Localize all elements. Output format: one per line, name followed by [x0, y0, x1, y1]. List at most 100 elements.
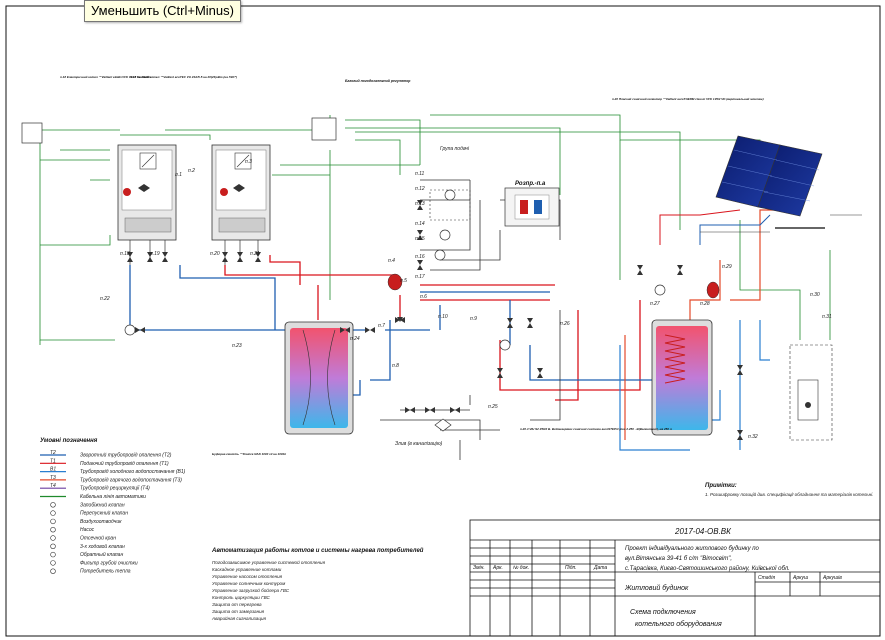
- project-line-2: вул.Вітянська 39-41 б с/т "Вітосвіт",: [625, 556, 732, 562]
- position-tag: п.18: [120, 251, 130, 257]
- stage-col-header: Аркушів: [822, 575, 842, 581]
- position-tag: п.4: [388, 258, 395, 264]
- legend-item: Воздухоотводчик: [50, 518, 122, 525]
- pumps: [124, 229, 666, 351]
- title-col-header: Підп.: [565, 565, 577, 571]
- legend-code: T3: [50, 475, 56, 481]
- boiler1-line: п.18 Електричний котел ™Vaillant eloBLOC…: [60, 75, 151, 79]
- stage-col-header: Стадія: [758, 575, 775, 581]
- position-tag: п.15: [415, 236, 425, 242]
- return-pipes: [129, 265, 681, 396]
- automation-line: Контроль циркуляции ГВС: [212, 595, 271, 600]
- legend-text: Фильтр грубой очистки: [80, 559, 138, 566]
- title-col-header: № док.: [513, 565, 529, 571]
- legend-text: Отсечной кран: [80, 535, 116, 542]
- notes-text: 1. Розшифровку позицій див. специфікації…: [705, 491, 873, 497]
- legend-text: Насос: [80, 527, 95, 533]
- sheet-name-2: котельного оборудования: [635, 620, 722, 628]
- legend-text: Трубопровід гарячого водопостачання (Т3): [80, 477, 182, 483]
- distribution-manifold: [504, 187, 560, 227]
- feed-group-label: Група подачі: [440, 146, 470, 152]
- position-tag: п.10: [438, 314, 448, 320]
- position-tag: п.30: [810, 292, 820, 298]
- solar-station: [789, 344, 833, 441]
- position-tag: п.8: [392, 363, 399, 369]
- automation-line: Управление солнечным контуром: [212, 581, 286, 586]
- position-tag: п.12: [415, 186, 425, 192]
- legend-text: Трубопровід рециркуляції (Т4): [80, 486, 150, 492]
- legend-text: Воздухоотводчик: [80, 519, 122, 525]
- valves: [127, 200, 743, 440]
- filter: [434, 418, 452, 432]
- position-tag: п.28: [700, 301, 710, 307]
- position-tag: п.14: [415, 221, 425, 227]
- position-tag: п.20: [210, 251, 220, 257]
- title-block-text: 2017-04-ОВ.ВК Проект індивідуального жит…: [473, 527, 842, 628]
- drain-label: Злив (в каналізацію): [395, 441, 443, 447]
- position-tag: п.9: [470, 316, 477, 322]
- automation-line: Аварийная сигнализация: [211, 615, 267, 621]
- position-tag: п.19: [150, 251, 160, 257]
- legend-item: 3-х ходовой клапан: [50, 543, 125, 550]
- title-block: [469, 519, 881, 637]
- weather-controller: [21, 117, 337, 144]
- position-tag: п.17: [415, 274, 425, 280]
- title-col-header: Арк.: [492, 565, 503, 571]
- position-tag: п.5: [400, 278, 407, 284]
- dhw-pipes: [624, 209, 800, 440]
- stage-col-header: Аркуш: [792, 575, 809, 581]
- position-tag: п.2: [188, 168, 195, 174]
- legend-item: Перепускний клапан: [50, 510, 128, 517]
- gas-boiler: [211, 144, 271, 241]
- legend-text: 3-х ходовой клапан: [80, 543, 125, 550]
- position-tags: п.1п.2п.3п.4п.5п.6п.7п.8п.9п.10п.11п.12п…: [100, 159, 832, 440]
- legend-code: B1: [50, 467, 56, 473]
- position-tag: п.11: [415, 171, 425, 177]
- buffer-tank: [284, 321, 354, 435]
- legend-text: Обратный клапан: [80, 551, 123, 558]
- legend-text: Подаючий трубопровід опалення (Т1): [80, 460, 169, 467]
- drawing-code: 2017-04-ОВ.ВК: [674, 527, 732, 536]
- legend-code: T2: [50, 450, 56, 456]
- automation-line: Управление загрузкой бойлера ГВС: [212, 587, 290, 593]
- legend-text: Кабельна лінія автоматики: [80, 494, 146, 500]
- project-line-3: с.Тарасівка, Києво-Святошинського району…: [625, 565, 790, 572]
- legend-item: Фильтр грубой очистки: [50, 559, 138, 566]
- legend-text: Запобіжний клапан: [80, 501, 125, 508]
- position-tag: п.26: [560, 321, 570, 327]
- position-tag: п.22: [100, 296, 110, 302]
- solar-collectors: [700, 135, 862, 233]
- legend-item: Запобіжний клапан: [50, 501, 125, 508]
- legend-text: Зворотний трубопровід опалення (Т2): [80, 452, 172, 459]
- controller-label: Базовий погодозалежний регулятор: [345, 79, 411, 83]
- position-tag: п.25: [488, 404, 498, 410]
- title-col-header: Змін.: [473, 565, 485, 571]
- legend-text: Трубопровід холодного водопостачання (В1…: [80, 469, 186, 475]
- boiler1-label: п.18 Електричний котел ™Vaillant eloBLOC…: [60, 75, 151, 79]
- automation-note: Автоматизация работы котлов и системы на…: [211, 547, 424, 621]
- automation-line: Управление насосом отопления: [212, 574, 283, 579]
- expansion-vessels: [387, 273, 720, 299]
- boiler2-label: п.17 Газовий котел ™Vaillant ecoTEC VU 2…: [130, 75, 237, 79]
- legend-title: Умовні позначення: [40, 438, 98, 444]
- legend-item: Насос: [50, 526, 95, 533]
- buffer-label: Буферна ємність ™Drazice NAD 1000 v3 на …: [212, 452, 286, 456]
- boiler2-line: п.17 Газовий котел ™Vaillant ecoTEC VU 2…: [130, 75, 237, 79]
- position-tag: п.27: [650, 301, 660, 307]
- position-tag: п.24: [350, 336, 360, 342]
- position-tag: п.32: [748, 434, 758, 440]
- legend-item: Обратный клапан: [50, 551, 123, 558]
- zoom-out-tooltip: Уменьшить (Ctrl+Minus): [84, 0, 241, 22]
- hydro-group: [429, 189, 471, 261]
- position-tag: п.3: [245, 159, 252, 165]
- legend-item: Потребитель тепла: [50, 568, 131, 575]
- sheet-name-1: Схема подключения: [630, 608, 696, 616]
- position-tag: п.1: [175, 172, 182, 178]
- position-tag: п.16: [415, 254, 425, 260]
- position-tag: п.21: [250, 251, 260, 257]
- solar-return: [699, 214, 771, 245]
- position-tag: п.6: [420, 294, 427, 300]
- project-line-1: Проект індивідуального житлового будинку…: [625, 546, 760, 552]
